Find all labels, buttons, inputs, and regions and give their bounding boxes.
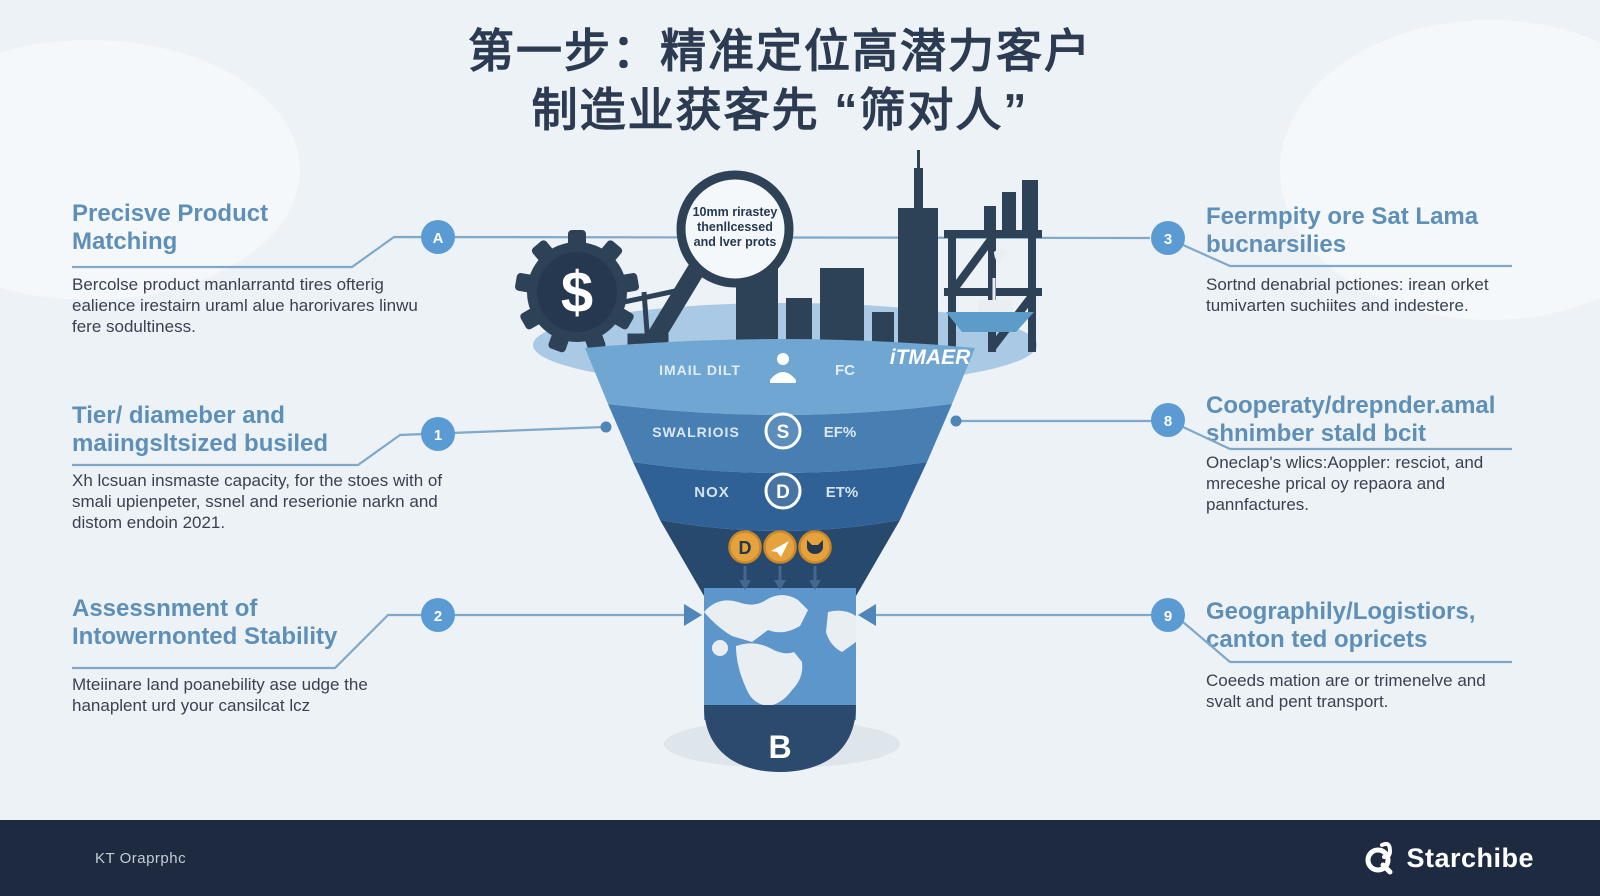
circle-s-icon [764, 412, 802, 450]
funnel-row-2 [608, 404, 952, 473]
connector-mid-left [72, 425, 605, 467]
magnifier-icon: 10mm rirastey thenllcessed and lver prot… [641, 170, 794, 355]
brand-logo-icon [1365, 841, 1393, 875]
badge-3-label: 3 [1164, 231, 1172, 248]
coin-row: D [728, 530, 832, 564]
right-block-8-heading: Cooperaty/drepnder.amal shnimber stald b… [1206, 392, 1496, 448]
left-block-a-heading: Precisve Product Matching [72, 200, 269, 256]
right-block-8-body: Oneclap's wlics:Aoppler: resciot, and mr… [1206, 453, 1484, 515]
left-block-2-body: Mteiinare land poanebility ase udge the … [72, 675, 368, 716]
arrow-right-icon [684, 604, 702, 626]
brand: Starchibe [1362, 841, 1534, 875]
funnel-row-1-tag: iTMAER [890, 346, 971, 369]
left-block-2: Assessnment of Intowernonted Stability [72, 595, 382, 652]
footer-bar: KT Oraprphc Starchibe [0, 820, 1600, 896]
badge-3 [1151, 221, 1185, 255]
badge-9 [1151, 598, 1185, 632]
funnel-cap [704, 705, 856, 772]
left-block-a-body: Bercolse product manlarrantd tires ofter… [72, 275, 418, 337]
gear-dollar-symbol: $ [561, 260, 593, 325]
right-block-9-heading: Geographily/Logistiors, canton ted opric… [1206, 598, 1476, 654]
right-block-9: Geographily/Logistiors, canton ted opric… [1206, 598, 1506, 655]
badge-2 [421, 598, 455, 632]
funnel-row-2-right-label: EF% [824, 424, 857, 441]
funnel-row-3-right-label: ET% [826, 484, 859, 501]
badge-a [421, 220, 455, 254]
right-block-8-body-wrap: Oneclap's wlics:Aoppler: resciot, and mr… [1206, 452, 1506, 515]
right-block-3-body-wrap: Sortnd denabrial pctiones: irean orket t… [1206, 274, 1506, 316]
right-block-8: Cooperaty/drepnder.amal shnimber stald b… [1206, 392, 1516, 449]
right-block-3-body: Sortnd denabrial pctiones: irean orket t… [1206, 275, 1489, 316]
badge-1-label: 1 [434, 427, 442, 444]
background-blob [1280, 20, 1600, 320]
badge-9-label: 9 [1164, 608, 1172, 625]
connector-dot-right [950, 415, 962, 427]
left-block-a-body-wrap: Bercolse product manlarrantd tires ofter… [72, 274, 422, 337]
magnifier-text-2: thenllcessed [697, 220, 773, 234]
left-block-1-body-wrap: Xh lcsuan insmaste capacity, for the sto… [72, 470, 472, 533]
brand-name: Starchibe [1406, 842, 1534, 873]
connector-top-right [1182, 243, 1512, 268]
funnel-row-3-left-label: NOX [694, 484, 730, 501]
funnel-row-2-icon-letter: S [777, 422, 790, 443]
arrow-left-icon [858, 604, 876, 626]
circle-d-icon [764, 472, 802, 510]
funnel-row-3 [633, 462, 927, 531]
magnifier-text-3: and lver prots [694, 235, 777, 249]
step-badges: A 1 2 3 8 9 [421, 220, 1185, 632]
coin-d [728, 530, 762, 564]
funnel-row-3-icon-letter: D [776, 482, 790, 503]
funnel-down-arrows [739, 566, 821, 590]
left-block-1-body: Xh lcsuan insmaste capacity, for the sto… [72, 471, 443, 533]
connector-bottom-right-underline [1182, 621, 1512, 664]
connector-bottom-left [72, 613, 684, 670]
connector-dot-left [600, 421, 612, 433]
title-line-2: 制造业获客先 “筛对人” [531, 83, 1029, 136]
funnel-cap-letter: B [768, 729, 791, 765]
funnel-row-2-left-label: SWALRIOIS [652, 424, 740, 440]
right-block-9-body-wrap: Coeeds mation are or trimenelve and sval… [1206, 670, 1516, 712]
plane-icon [771, 541, 789, 557]
badge-a-label: A [433, 230, 444, 247]
coin-d-letter: D [739, 538, 752, 558]
badge-8 [1151, 403, 1185, 437]
left-block-2-body-wrap: Mteiinare land poanebility ase udge the … [72, 674, 402, 716]
left-block-1-heading: Tier/ diameber and maiingsltsized busile… [72, 402, 329, 458]
right-block-9-body: Coeeds mation are or trimenelve and sval… [1206, 671, 1486, 712]
magnifier-text-1: 10mm rirastey [693, 205, 778, 219]
page-title: 第一步：精准定位高潜力客户 制造业获客先 “筛对人” [0, 22, 1560, 140]
person-icon [770, 353, 796, 383]
funnel-row-1-left-label: IMAIL DILT [659, 362, 741, 378]
connector-mid-right-underline [1182, 426, 1512, 451]
funnel-diagram: $ 10mm rirastey thenllcessed and lver pr… [72, 150, 1512, 772]
ship-icon [946, 248, 1034, 332]
footer-credit: KT Oraprphc [95, 849, 187, 867]
badge-8-label: 8 [1164, 413, 1172, 430]
left-block-1: Tier/ diameber and maiingsltsized busile… [72, 402, 372, 459]
globe-map-icon [704, 595, 856, 706]
badge-1 [421, 417, 455, 451]
title-line-1: 第一步：精准定位高潜力客户 [468, 25, 1092, 77]
bull-icon [807, 540, 823, 554]
left-block-a: Precisve Product Matching [72, 200, 352, 257]
gear-dollar-icon: $ [515, 230, 639, 353]
badge-2-label: 2 [434, 608, 442, 625]
left-block-2-heading: Assessnment of Intowernonted Stability [72, 595, 338, 651]
funnel-row-1-right-label: FC [835, 362, 855, 379]
factory-chimneys-icon [984, 180, 1038, 236]
right-block-3-heading: Feermpity ore Sat Lama bucnarsilies [1206, 203, 1479, 259]
right-block-3: Feermpity ore Sat Lama bucnarsilies [1206, 203, 1496, 260]
